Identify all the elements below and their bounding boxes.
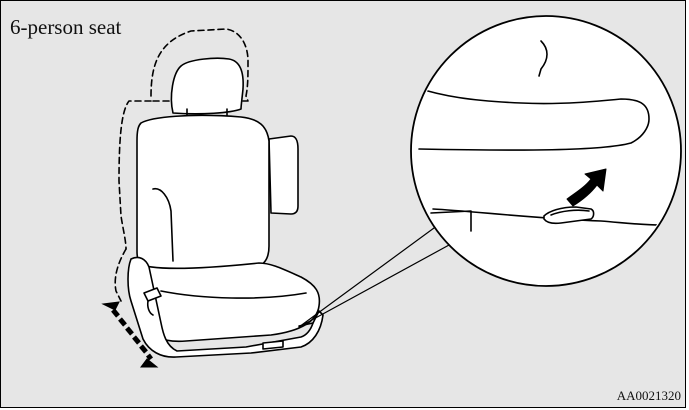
seat-back (137, 115, 269, 271)
headrest (171, 58, 243, 114)
front-lever (263, 341, 283, 349)
figure-title: 6-person seat (10, 15, 121, 39)
armrest (269, 136, 298, 214)
seat-cushion (136, 263, 319, 341)
dashed-outline-bottom (115, 249, 126, 301)
figure-code: AA0021320 (617, 388, 681, 403)
magnified-lever-icon (411, 16, 681, 286)
